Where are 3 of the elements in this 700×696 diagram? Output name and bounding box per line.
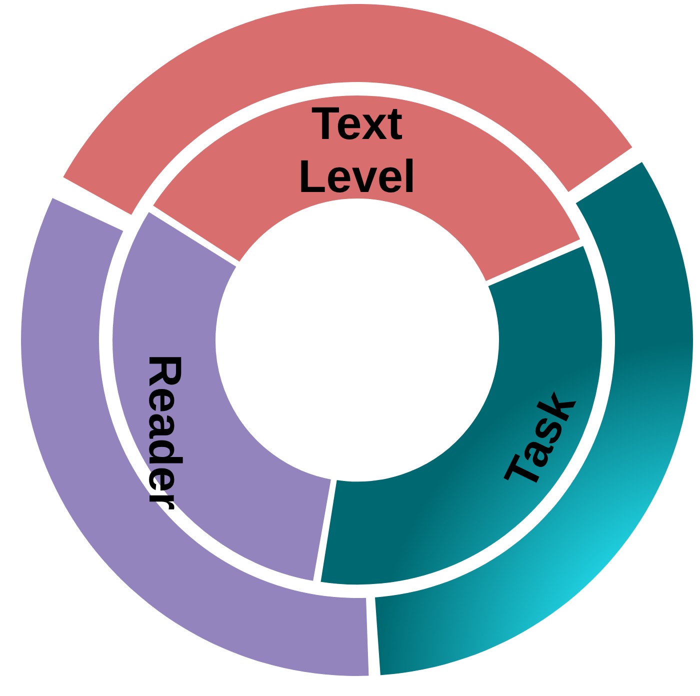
segment-label: Text Level (297, 97, 417, 203)
segment-label: Task (492, 382, 586, 499)
segment-label: Reader (138, 353, 192, 512)
